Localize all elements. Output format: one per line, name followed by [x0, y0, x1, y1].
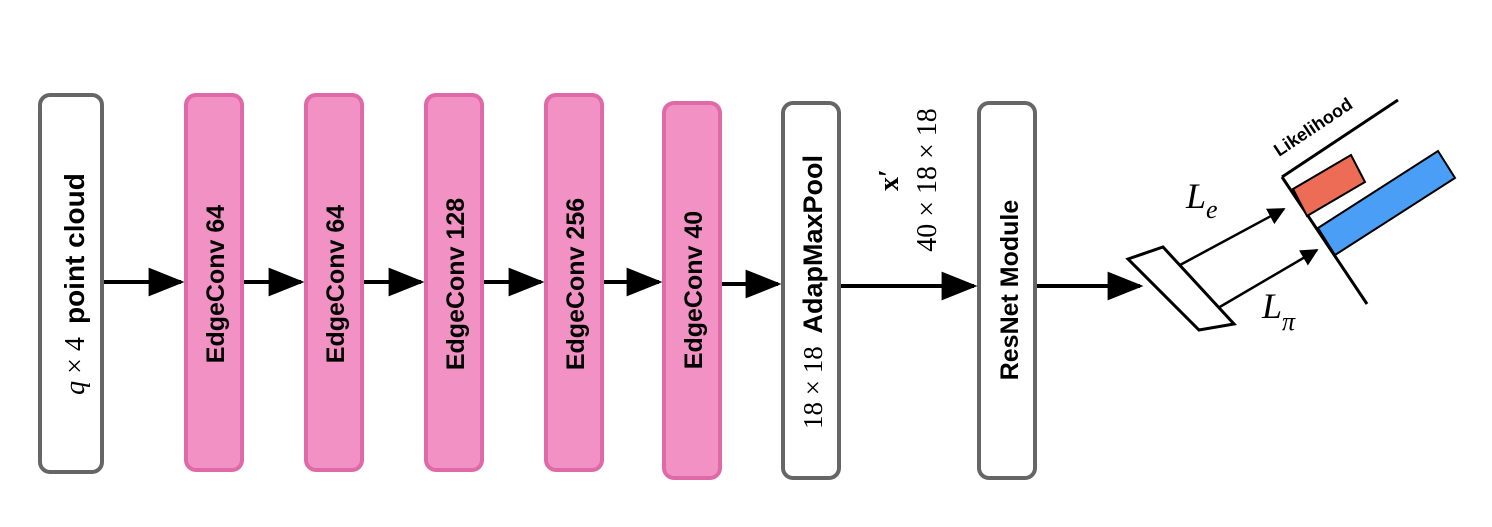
- likelihood-axis-top: [1281, 98, 1399, 179]
- svg-text:18 × 18 AdapMaxPool: 18 × 18 AdapMaxPool: [798, 155, 828, 429]
- head-arrows: [1179, 207, 1319, 310]
- edgeconv-block-1: EdgeConv 64: [184, 93, 244, 472]
- svg-text:q × 4 point cloud: q × 4 point cloud: [59, 173, 91, 395]
- svg-text:Lπ: Lπ: [1261, 286, 1296, 336]
- arrow-lpi: [1217, 248, 1319, 310]
- likelihood-bar-lpi: [1316, 149, 1457, 257]
- svg-text:Le: Le: [1185, 176, 1218, 224]
- arrow-le: [1179, 207, 1286, 267]
- resnet-label: ResNet Module: [996, 200, 1024, 381]
- lpi-label-sub: π: [1282, 307, 1296, 336]
- input-label: point cloud: [59, 173, 90, 324]
- feature-dims: 40 × 18 × 18: [912, 108, 943, 252]
- adapmaxpool-block: 18 × 18 AdapMaxPool: [781, 101, 841, 480]
- edgeconv-label-4: EdgeConv 256: [562, 198, 590, 370]
- feature-symbol: x′: [874, 169, 905, 191]
- edgeconv-label-2: EdgeConv 64: [322, 205, 350, 363]
- edgeconv-block-2: EdgeConv 64: [304, 93, 364, 472]
- lpi-label-main: L: [1261, 286, 1282, 326]
- head-split-parallelogram: [1125, 245, 1237, 332]
- input-q-symbol: q: [60, 381, 91, 395]
- pool-label: AdapMaxPool: [798, 155, 828, 334]
- edgeconv-block-4: EdgeConv 256: [544, 93, 604, 472]
- pool-dims: 18 × 18: [798, 346, 828, 429]
- likelihood-bar-le: [1291, 153, 1367, 218]
- likelihood-axis-base: [1280, 176, 1369, 305]
- connection-arrows: [104, 267, 1144, 301]
- edgeconv-block-3: EdgeConv 128: [424, 93, 484, 472]
- input-block: q × 4 point cloud: [38, 93, 104, 474]
- likelihood-plot: Likelihood: [1270, 94, 1457, 305]
- edgeconv-label-1: EdgeConv 64: [202, 205, 230, 363]
- input-times-text: × 4: [60, 337, 91, 374]
- edgeconv-layers: EdgeConv 64 EdgeConv 64 EdgeConv 128 Edg…: [184, 93, 722, 480]
- feature-annotation: x′ 40 × 18 × 18: [874, 108, 943, 252]
- likelihood-label: Likelihood: [1270, 94, 1356, 160]
- edgeconv-label-3: EdgeConv 128: [442, 198, 470, 370]
- le-label-sub: e: [1206, 195, 1218, 224]
- resnet-block: ResNet Module: [977, 101, 1037, 480]
- edgeconv-block-5: EdgeConv 40: [662, 101, 722, 480]
- edgeconv-label-5: EdgeConv 40: [680, 211, 708, 369]
- le-label-main: L: [1185, 176, 1206, 216]
